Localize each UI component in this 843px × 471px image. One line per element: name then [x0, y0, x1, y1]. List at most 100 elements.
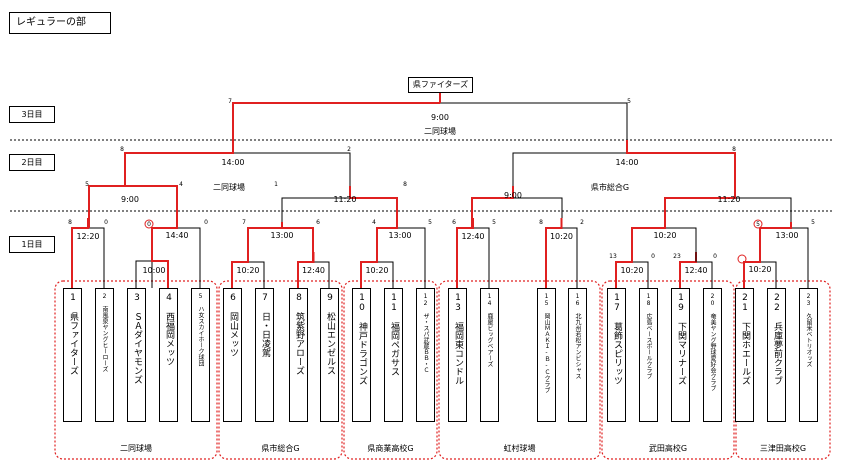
team-card: 7 日・日凌駕: [255, 288, 274, 422]
score: 0: [651, 253, 655, 260]
match-time: 13:00: [775, 231, 798, 240]
score: 0: [104, 219, 108, 226]
team-card: 4 西福岡メッツ: [159, 288, 178, 422]
team-number: 4: [164, 293, 174, 312]
match-time: 9:00: [121, 195, 139, 204]
team-card: 16 北九州若松アンビシャス: [568, 288, 587, 422]
team-card: 22 兵庫夢前クラブ: [767, 288, 786, 422]
qf-path: [88, 185, 178, 222]
final-winner-path: [232, 102, 440, 140]
score: 2: [580, 219, 584, 226]
team-card: 14 鹿屋ビッグベアーズ: [480, 288, 499, 422]
venue-group: [218, 280, 343, 460]
team-card: 1 県ファイターズ: [63, 288, 82, 422]
match-time: 10:20: [748, 265, 771, 274]
team-card: 6 岡山メッツ: [223, 288, 242, 422]
venue-group: [438, 280, 601, 460]
match-time: 14:00: [221, 158, 244, 167]
score: 7: [228, 98, 232, 105]
team-number: 20: [709, 293, 716, 313]
venue-label: 二同球場: [120, 443, 152, 453]
team-name: 筑紫野アローズ: [294, 312, 304, 375]
round2-winner-path: [626, 140, 736, 186]
r1-winner-path: [545, 218, 563, 288]
section-title: レギュラーの部: [9, 12, 111, 34]
team-card: 13 福岡東コンドル: [448, 288, 467, 422]
team-card: 3 ＳＡダイヤモンズ: [127, 288, 146, 422]
team-card: 15 岡山ＭＡＫＩ‐Ｂ‐Ｃクラブ: [537, 288, 556, 422]
team-card: 11 福岡ペガサス: [384, 288, 403, 422]
match-time: 12:40: [684, 266, 707, 275]
match-time: 13:00: [388, 231, 411, 240]
score: 4: [179, 181, 183, 188]
team-card: 2 南風泉ヤングヒーローズ: [95, 288, 114, 422]
team-card: 5 ハ女スカイホーク球団: [191, 288, 210, 422]
team-number: 13: [453, 293, 463, 322]
score: 4: [372, 219, 376, 226]
score: 0: [204, 219, 208, 226]
score: 5: [756, 221, 760, 228]
r1-winner-path: [247, 227, 314, 262]
team-number: 3: [132, 293, 142, 312]
venue-label: 県商業高校G: [367, 443, 413, 453]
score: 0: [713, 253, 717, 260]
team-number: 11: [389, 293, 399, 322]
round2-winner-path: [124, 140, 234, 186]
venue-label: 二同球場: [424, 126, 456, 136]
team-name: 久留米ベトリオッズ: [805, 313, 812, 367]
match-time: 10:20: [365, 266, 388, 275]
team-name: 葛飾スピリッツ: [612, 322, 622, 385]
team-name: 岡山メッツ: [228, 312, 238, 357]
team-card: 8 筑紫野アローズ: [289, 288, 308, 422]
match-time: 11:20: [333, 195, 356, 204]
team-name: ハ女スカイホーク球団: [197, 306, 204, 366]
team-card: 19 下関マリナーズ: [671, 288, 690, 422]
team-card: 21 下関ホエールズ: [735, 288, 754, 422]
score: 5: [492, 219, 496, 226]
team-number: 10: [357, 293, 367, 322]
day-label-2: 2日目: [9, 154, 55, 171]
venue-group: [601, 280, 735, 460]
team-number: 17: [612, 293, 622, 322]
team-name: 鹿屋ビッグベアーズ: [486, 313, 493, 367]
match-time: 13:00: [270, 231, 293, 240]
day-label-1: 1日目: [9, 236, 55, 253]
team-name: 福岡ペガサス: [389, 322, 399, 376]
qf-winner-path: [349, 186, 398, 222]
r1-winner-path: [631, 222, 666, 262]
team-card: 18 広島ベースボールクラブ: [639, 288, 658, 422]
score: 8: [403, 181, 407, 188]
team-name: 奄美ヤング野球愛好会クラブ: [709, 313, 716, 391]
team-number: 1: [68, 293, 78, 312]
team-name: 岡山ＭＡＫＩ‐Ｂ‐Ｃクラブ: [543, 313, 550, 393]
team-number: 12: [422, 293, 429, 313]
score: 2: [347, 146, 351, 153]
score: 8: [68, 219, 72, 226]
match-time: 10:20: [653, 231, 676, 240]
venue-label: 三津田高校G: [760, 443, 806, 453]
score: 13: [609, 253, 617, 260]
r1-winner-path: [760, 222, 792, 229]
team-card: 17 葛飾スピリッツ: [607, 288, 626, 422]
score: 8: [539, 219, 543, 226]
team-number: 22: [772, 293, 782, 322]
venue-label: 武田高校G: [649, 443, 687, 453]
team-name: ザ・スパ武蔵ＢＢ・Ｃ: [422, 313, 429, 373]
team-name: 兵庫夢前クラブ: [772, 322, 782, 385]
team-number: 19: [676, 293, 686, 322]
champion-box: 県ファイターズ: [408, 77, 473, 93]
venue-label: 虹村球場: [504, 443, 536, 453]
team-name: ＳＡダイヤモンズ: [132, 312, 142, 384]
score: 8: [120, 146, 124, 153]
team-name: 広島ベースボールクラブ: [645, 313, 652, 379]
match-time: 10:20: [620, 266, 643, 275]
r1-winner-path: [743, 228, 761, 288]
team-number: 21: [740, 293, 750, 322]
highlight-circle: [737, 254, 747, 264]
qf-winner-path: [471, 186, 514, 222]
team-number: 15: [543, 293, 550, 313]
team-number: 6: [228, 293, 238, 312]
match-time: 9:00: [504, 191, 522, 200]
venue-label: 二同球場: [213, 182, 245, 192]
